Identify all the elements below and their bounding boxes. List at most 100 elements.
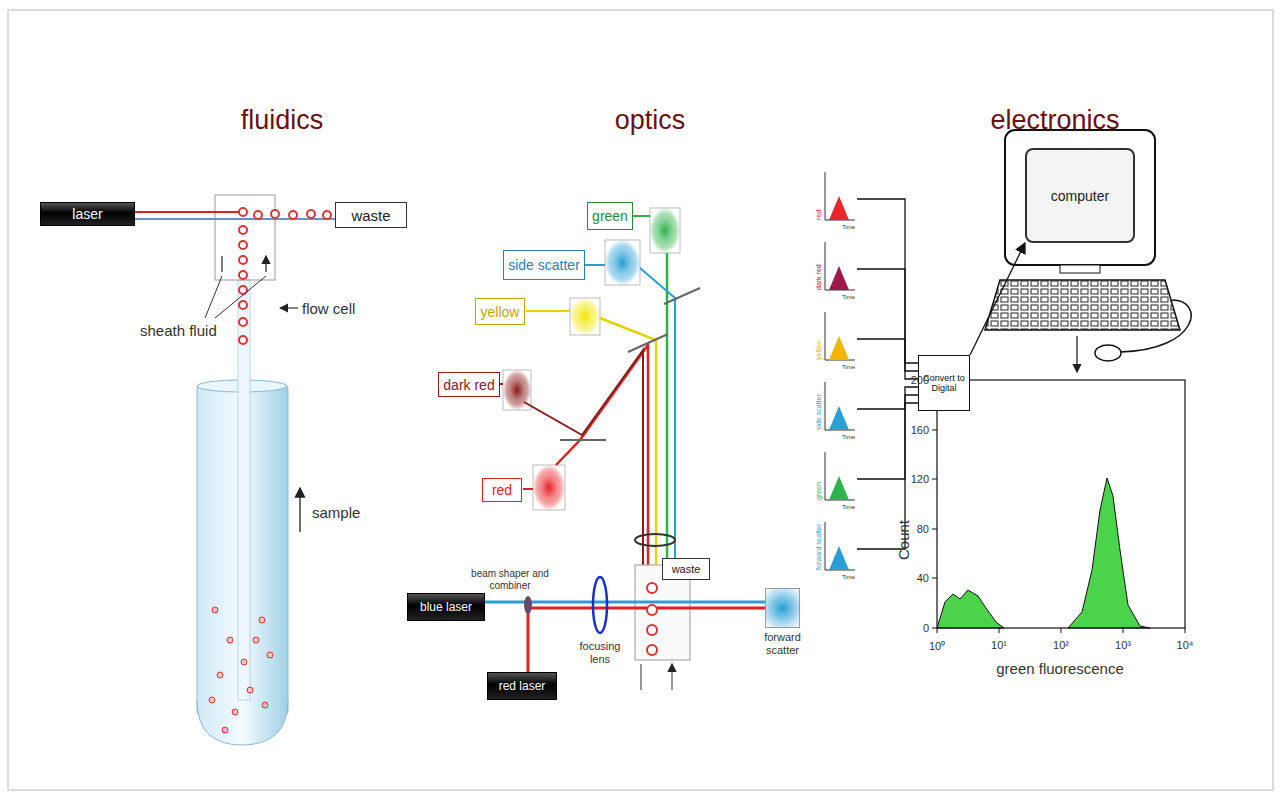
label: sheath fluid bbox=[140, 322, 217, 339]
histogram-part bbox=[932, 380, 1185, 633]
computer-screen: computer bbox=[1025, 148, 1135, 243]
fluidics-figure bbox=[135, 195, 380, 745]
signal-pulse: redTime bbox=[815, 168, 857, 230]
node-text: yellow bbox=[815, 341, 822, 360]
pulse-shape bbox=[829, 476, 849, 500]
fluidics-figure-part-part bbox=[307, 210, 315, 218]
fluidics-figure-part-part bbox=[253, 637, 259, 643]
fluidics-figure-part bbox=[222, 256, 266, 272]
optics-figure-part-part bbox=[647, 645, 657, 655]
fluidics-figure-part-part bbox=[239, 208, 247, 216]
fluidics-figure-part-part bbox=[239, 301, 247, 309]
node-text: green bbox=[592, 208, 628, 224]
fluidics-figure-part-part bbox=[289, 211, 297, 219]
optics-figure-part-part bbox=[647, 625, 657, 635]
fluidics-figure-part-part bbox=[262, 702, 268, 708]
optics-figure-part-part bbox=[647, 583, 657, 593]
connector bbox=[857, 387, 918, 409]
signal-pulse: forward scatterTime bbox=[815, 518, 857, 580]
fluidics-figure-part-part bbox=[323, 211, 331, 219]
waste-box: waste bbox=[335, 202, 407, 228]
detector-label: green bbox=[587, 202, 633, 230]
fluidics-figure-part-part bbox=[259, 617, 265, 623]
detector: forward scatter bbox=[765, 588, 800, 628]
optics-figure-part bbox=[640, 268, 675, 565]
optics-figure-part bbox=[560, 288, 700, 440]
laser-box: blue laser bbox=[407, 593, 485, 621]
optics-figure-part bbox=[524, 596, 532, 614]
optics-figure-part bbox=[593, 577, 607, 633]
fluidics-figure-part bbox=[209, 607, 273, 733]
laser-box: laser bbox=[40, 202, 135, 226]
plot-axis bbox=[825, 382, 855, 430]
plot-axis bbox=[825, 242, 855, 290]
node-text: red laser bbox=[499, 679, 546, 693]
connector bbox=[857, 269, 918, 371]
label: 120 bbox=[911, 473, 929, 485]
fluidics-figure-part-part bbox=[209, 697, 215, 703]
computer-figure-part bbox=[1005, 130, 1155, 265]
node-text: red bbox=[492, 482, 512, 498]
detector-label: dark red bbox=[438, 372, 500, 397]
histogram-part bbox=[937, 380, 1185, 628]
fluidics-figure-part-part bbox=[239, 256, 247, 264]
optics-figure-part bbox=[526, 310, 570, 312]
section-title: electronics bbox=[990, 105, 1119, 136]
optics-figure-part bbox=[650, 208, 680, 253]
pulse-shape bbox=[829, 266, 849, 290]
node-text: laser bbox=[72, 206, 102, 222]
fluidics-figure-part-part bbox=[227, 637, 233, 643]
fluidics-figure-part-part bbox=[222, 727, 228, 733]
computer-figure bbox=[985, 130, 1191, 372]
plot-axis bbox=[825, 312, 855, 360]
fluidics-figure-part-part bbox=[239, 226, 247, 234]
node-text: side scatter bbox=[815, 394, 822, 430]
fluidics-figure-part bbox=[238, 280, 250, 700]
fluidics-figure-part bbox=[239, 208, 331, 344]
label: 200 bbox=[911, 374, 929, 386]
detector-label: yellow bbox=[475, 298, 525, 325]
pulse-shape bbox=[829, 546, 849, 570]
fluidics-figure-part-part bbox=[239, 318, 247, 326]
node-text: Time bbox=[842, 224, 855, 230]
optics-figure-part bbox=[570, 298, 600, 335]
optics-figure-part-part bbox=[647, 605, 657, 615]
node-text: green bbox=[815, 482, 822, 500]
fluidics-figure-part bbox=[205, 276, 266, 318]
label: 10⁰ bbox=[929, 638, 945, 653]
fluidics-figure-part-part bbox=[239, 241, 247, 249]
fluidics-figure-part-part bbox=[239, 271, 247, 279]
optics-figure-part bbox=[528, 608, 765, 672]
pulse-shape bbox=[829, 196, 849, 220]
fluidics-figure-part bbox=[299, 488, 300, 532]
node-text: blue laser bbox=[420, 600, 472, 614]
label: focusing lens bbox=[570, 640, 630, 666]
label: beam shaper and combiner bbox=[465, 568, 555, 592]
label: 40 bbox=[917, 572, 929, 584]
fluidics-figure-part bbox=[135, 211, 243, 213]
fluidics-figure-part-part bbox=[271, 210, 279, 218]
node-text: Time bbox=[842, 574, 855, 580]
label: 0 bbox=[923, 622, 929, 634]
histogram bbox=[932, 380, 1185, 633]
computer-figure-part bbox=[1120, 300, 1191, 352]
plot-axis bbox=[825, 452, 855, 500]
label: sample bbox=[312, 504, 360, 521]
node-text: side scatter bbox=[508, 257, 580, 273]
computer-figure-part bbox=[1076, 336, 1077, 372]
label: 160 bbox=[911, 424, 929, 436]
computer-figure-part bbox=[1060, 265, 1100, 273]
pulse-plot bbox=[815, 448, 857, 510]
node-text: Time bbox=[842, 434, 855, 440]
plot-axis bbox=[825, 522, 855, 570]
node-text: Time bbox=[842, 504, 855, 510]
fluidics-figure-part-part bbox=[232, 709, 238, 715]
fluidics-figure-part-part bbox=[267, 652, 273, 658]
fluidics-figure-part bbox=[197, 700, 288, 745]
node-text: Time bbox=[842, 294, 855, 300]
fluidics-figure-part-part bbox=[212, 607, 218, 613]
node-text: yellow bbox=[481, 304, 520, 320]
optics-figure-part bbox=[633, 215, 650, 217]
pulse-plot bbox=[815, 168, 857, 230]
